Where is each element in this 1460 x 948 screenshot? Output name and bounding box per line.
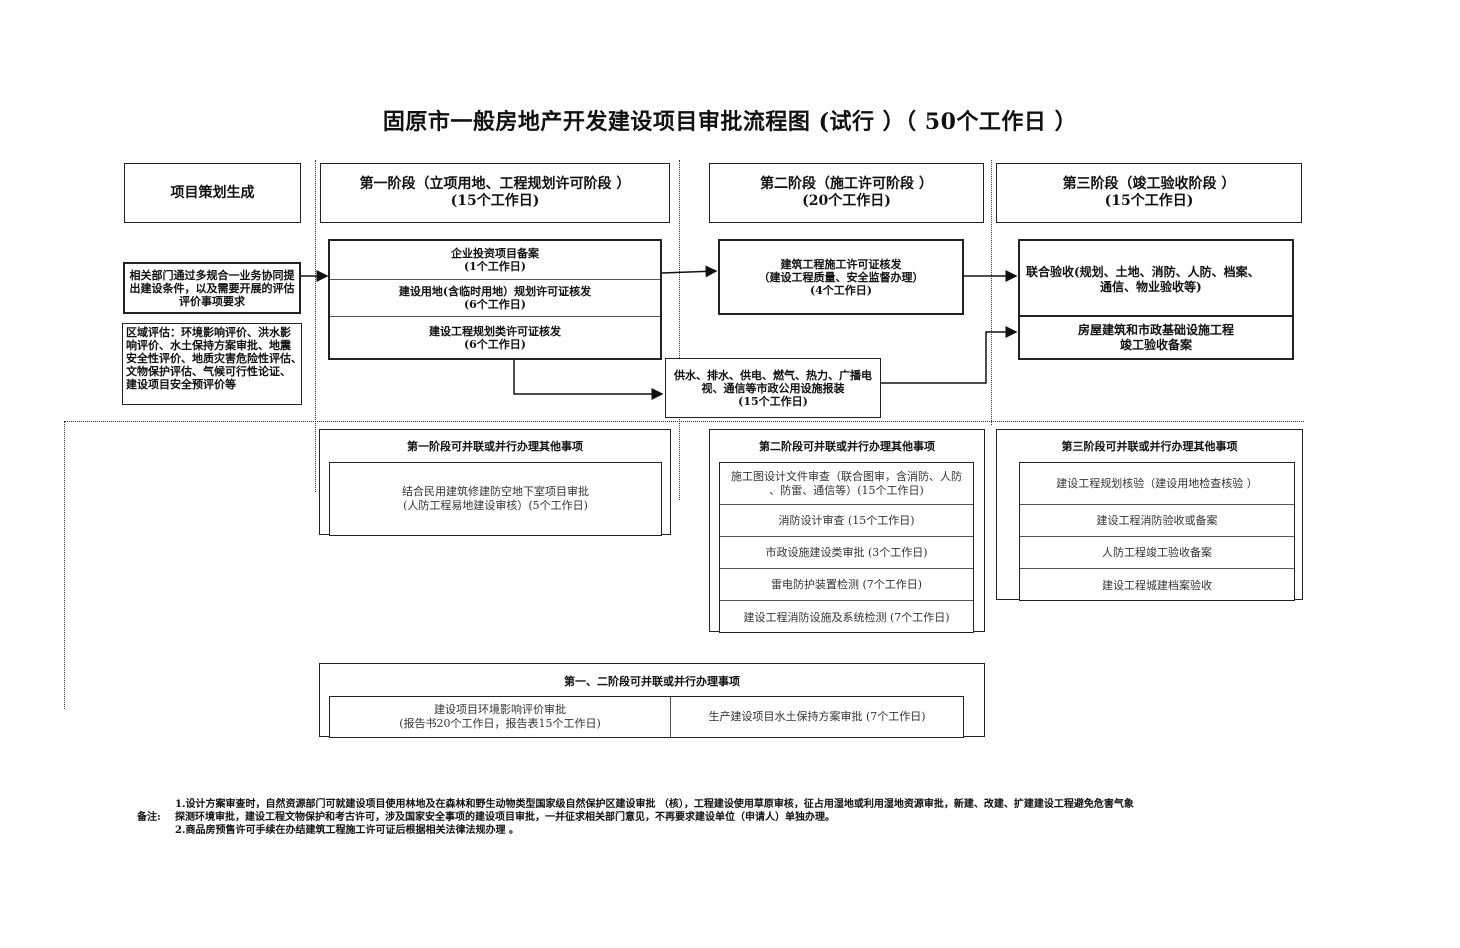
coordination-line-3: 评价事项要求 [179, 294, 245, 308]
stage1-item-1: 企业投资项目备案 (1个工作日) [330, 241, 660, 280]
stage1-item-2: 建设用地(含临时用地）规划许可证核发 (6个工作日) [330, 280, 660, 317]
divider-horizontal [64, 421, 1304, 422]
utility-line-1: 供水、排水、供电、燃气、热力、广播电 [674, 368, 872, 382]
regional-assessment-box: 区域评估：环境影响评价、洪水影 响评价、水土保持方案审批、地震 安全性评价、地质… [122, 323, 302, 405]
parallel12-panel: 第一、二阶段可并联或并行办理事项 建设项目环境影响评价审批 (报告书20个工作日… [319, 663, 985, 738]
notes-line-3: 2.商品房预售许可手续在办结建筑工程施工许可证后根据相关法律法规办理 。 [175, 825, 519, 836]
parallel2-item-4-text: 雷电防护装置检测 (7个工作日) [770, 577, 923, 591]
stage1-item-2-name: 建设用地(含临时用地）规划许可证核发 [398, 285, 592, 298]
parallel1-item-line-2: (人防工程易地建设审核）(5个工作日) [403, 499, 588, 512]
divider-left [64, 421, 65, 709]
parallel12-title: 第一、二阶段可并联或并行办理事项 [564, 675, 740, 688]
parallel2-title: 第二阶段可并联或并行办理其他事项 [759, 440, 935, 453]
regional-line-4: 文物保护评估、气候可行性论证、 [126, 365, 291, 378]
parallel2-item-5: 建设工程消防设施及系统检测 (7个工作日) [720, 601, 973, 634]
parallel1-panel: 第一阶段可并联或并行办理其他事项 结合民用建筑修建防空地下室项目审批 (人防工程… [319, 429, 671, 536]
parallel3-title: 第三阶段可并联或并行办理其他事项 [1061, 440, 1238, 453]
parallel3-item-1-text: 建设工程规划核验（建设用地检查核验 ） [1056, 476, 1258, 490]
parallel2-item-1-line-1: 施工图设计文件审查（联合图审，含消防、人防 [731, 469, 962, 483]
joint-acceptance-line-1: 联合验收(规划、土地、消防、人防、档案、 [1026, 265, 1260, 279]
notes-label: 备注: [137, 812, 161, 823]
stage1-item-3-days: (6个工作日) [463, 337, 527, 351]
joint-acceptance: 联合验收(规划、土地、消防、人防、档案、 通信、物业验收等) [1020, 241, 1292, 317]
parallel2-item-3: 市政设施建设类审批 (3个工作日) [720, 537, 973, 569]
coordination-box: 相关部门通过多规合一业务协同提 出建设条件，以及需要开展的评估 评价事项要求 [123, 262, 301, 314]
stage2-label: 第二阶段（施工许可阶段 ） [760, 176, 933, 192]
completion-record-line-2: 竣工验收备案 [1119, 337, 1192, 352]
parallel1-title: 第一阶段可并联或并行办理其他事项 [407, 440, 583, 453]
regional-line-1: 区域评估：环境影响评价、洪水影 [126, 326, 291, 339]
parallel3-item-3-text: 人防工程竣工验收备案 [1102, 545, 1212, 559]
parallel1-item: 结合民用建筑修建防空地下室项目审批 (人防工程易地建设审核）(5个工作日) [329, 462, 662, 536]
construction-permit-name: 建筑工程施工许可证核发 [780, 257, 902, 271]
stage1-item-1-days: (1个工作日) [463, 260, 527, 273]
divider-3 [991, 160, 992, 425]
stage1-process-stack: 企业投资项目备案 (1个工作日) 建设用地(含临时用地）规划许可证核发 (6个工… [328, 239, 662, 360]
parallel1-item-line-1: 结合民用建筑修建防空地下室项目审批 [402, 485, 589, 498]
parallel3-item-4: 建设工程城建档案验收 [1020, 569, 1294, 602]
divider-1 [315, 160, 316, 492]
stage1-item-1-name: 企业投资项目备案 [451, 247, 539, 260]
coordination-line-2: 出建设条件，以及需要开展的评估 [129, 281, 295, 295]
parallel2-panel: 第二阶段可并联或并行办理其他事项 施工图设计文件审查（联合图审，含消防、人防 、… [709, 429, 985, 633]
parallel3-item-3: 人防工程竣工验收备案 [1020, 537, 1294, 569]
divider-2 [679, 160, 680, 500]
stage3-days: (15个工作日) [1104, 193, 1194, 209]
stage2-header: 第二阶段（施工许可阶段 ） (20个工作日) [709, 163, 984, 223]
parallel3-item-4-text: 建设工程城建档案验收 [1102, 578, 1212, 592]
completion-record-line-1: 房屋建筑和市政基础设施工程 [1077, 322, 1234, 337]
construction-permit-days: (4个工作日) [809, 283, 873, 297]
parallel3-list: 建设工程规划核验（建设用地检查核验 ） 建设工程消防验收或备案 人防工程竣工验收… [1019, 462, 1295, 601]
construction-permit-box: 建筑工程施工许可证核发 （建设工程质量、安全监督办理） (4个工作日) [718, 239, 964, 315]
parallel12-left-line-2: (报告书20个工作日，报告表15个工作日) [399, 717, 601, 730]
stage3-label: 第三阶段（竣工验收阶段 ） [1062, 176, 1236, 192]
stage1-item-3-name: 建设工程规划类许可证核发 [429, 324, 561, 338]
utility-line-2: 视、通信等市政公用设施报装 [701, 381, 845, 395]
parallel2-item-2: 消防设计审查 (15个工作日) [720, 505, 973, 537]
parallel2-item-1-line-2: 、防雷、通信等）(15个工作日) [769, 483, 924, 497]
coordination-line-1: 相关部门通过多规合一业务协同提 [129, 268, 295, 282]
regional-line-5: 建设项目安全预评价等 [126, 378, 236, 391]
stage3-process-stack: 联合验收(规划、土地、消防、人防、档案、 通信、物业验收等) 房屋建筑和市政基础… [1018, 239, 1294, 360]
utility-days: (15个工作日) [738, 394, 808, 408]
regional-line-3: 安全性评价、地质灾害危险性评估、 [126, 352, 302, 365]
parallel2-item-4: 雷电防护装置检测 (7个工作日) [720, 569, 973, 601]
page-title: 固原市一般房地产开发建设项目审批流程图 (试行 ）（ 50个工作日 ） [382, 109, 1078, 135]
construction-permit-sub: （建设工程质量、安全监督办理） [758, 270, 924, 284]
stage1-header: 第一阶段（立项用地、工程规划许可阶段 ） (15个工作日) [320, 163, 670, 223]
stage1-days: (15个工作日) [450, 193, 540, 209]
parallel2-item-3-text: 市政设施建设类审批 (3个工作日) [765, 545, 928, 559]
parallel12-left-line-1: 建设项目环境影响评价审批 [434, 703, 566, 716]
parallel12-right-text: 生产建设项目水土保持方案审批 (7个工作日) [708, 710, 926, 723]
utility-box: 供水、排水、供电、燃气、热力、广播电 视、通信等市政公用设施报装 (15个工作日… [665, 358, 881, 418]
parallel3-item-2: 建设工程消防验收或备案 [1020, 505, 1294, 537]
parallel3-item-1: 建设工程规划核验（建设用地检查核验 ） [1020, 463, 1294, 505]
stage2-days: (20个工作日) [802, 193, 891, 209]
parallel12-left-item: 建设项目环境影响评价审批 (报告书20个工作日，报告表15个工作日) [330, 697, 671, 737]
arrow-stage1-to-utility [513, 360, 664, 400]
stage0-header: 项目策划生成 [124, 163, 301, 223]
parallel2-list: 施工图设计文件审查（联合图审，含消防、人防 、防雷、通信等）(15个工作日) 消… [719, 462, 974, 633]
stage1-item-3: 建设工程规划类许可证核发 (6个工作日) [330, 317, 660, 358]
parallel12-row: 建设项目环境影响评价审批 (报告书20个工作日，报告表15个工作日) 生产建设项… [329, 696, 964, 738]
parallel2-item-1: 施工图设计文件审查（联合图审，含消防、人防 、防雷、通信等）(15个工作日) [720, 463, 973, 505]
parallel3-panel: 第三阶段可并联或并行办理其他事项 建设工程规划核验（建设用地检查核验 ） 建设工… [996, 429, 1303, 601]
completion-record: 房屋建筑和市政基础设施工程 竣工验收备案 [1020, 317, 1292, 358]
arrow-utility-to-stage3 [881, 326, 1018, 384]
stage0-label: 项目策划生成 [170, 184, 255, 201]
joint-acceptance-line-2: 通信、物业验收等) [1100, 280, 1202, 294]
stage1-label: 第一阶段（立项用地、工程规划许可阶段 ） [359, 176, 631, 192]
arrow-stage1-to-stage2 [661, 265, 718, 278]
notes-line-2: 探测环境审批，建设工程文物保护和考古许可，涉及国家安全事项的建设项目审批，一并征… [175, 812, 835, 823]
stage3-header: 第三阶段（竣工验收阶段 ） (15个工作日) [996, 163, 1302, 223]
parallel2-item-5-text: 建设工程消防设施及系统检测 (7个工作日) [743, 610, 950, 624]
stage1-item-2-days: (6个工作日) [463, 298, 527, 311]
parallel2-item-2-text: 消防设计审查 (15个工作日) [778, 513, 915, 527]
regional-line-2: 响评价、水土保持方案审批、地震 [126, 339, 291, 352]
parallel12-right-item: 生产建设项目水土保持方案审批 (7个工作日) [671, 697, 963, 737]
parallel3-item-2-text: 建设工程消防验收或备案 [1096, 513, 1218, 527]
notes-line-1: 1.设计方案审查时，自然资源部门可就建设项目使用林地及在森林和野生动物类型国家级… [175, 799, 1134, 810]
